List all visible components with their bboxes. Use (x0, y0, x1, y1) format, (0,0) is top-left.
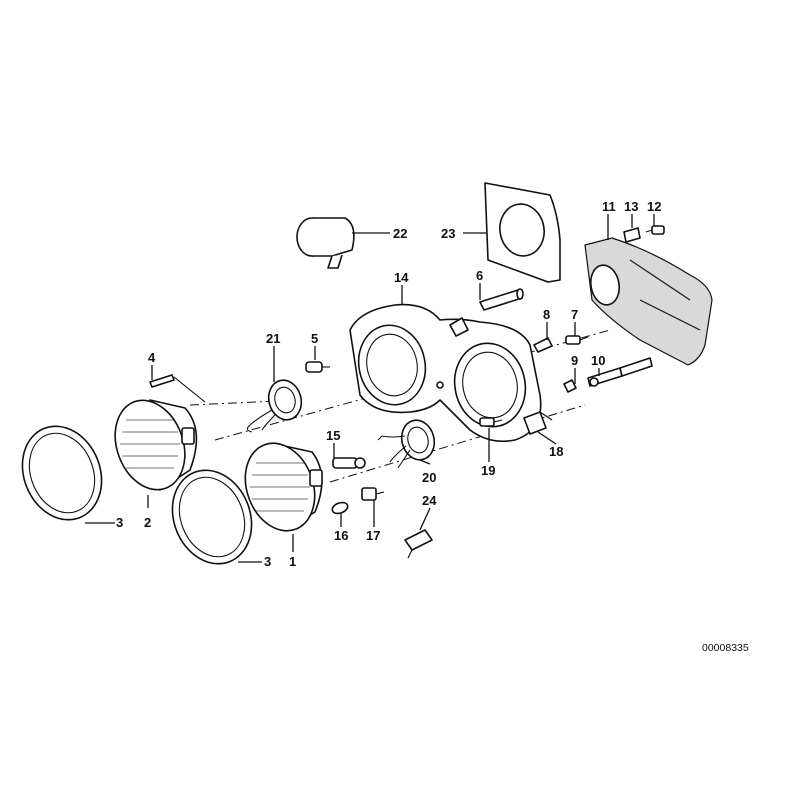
callout-14: 14 (394, 270, 409, 285)
callout-2: 2 (144, 515, 151, 530)
callout-1: 1 (289, 554, 296, 569)
callout-11: 11 (602, 199, 616, 214)
bulb-socket-left (246, 379, 303, 433)
screw-12 (645, 225, 665, 235)
callout-22: 22 (393, 226, 407, 241)
gasket-frame (484, 182, 561, 283)
socket-17 (361, 487, 385, 501)
callout-6: 6 (476, 268, 483, 283)
headlight-inner (244, 442, 323, 532)
trim-ring-left (21, 425, 103, 521)
cover-panel (584, 237, 713, 366)
callout-18: 18 (549, 444, 563, 459)
trim-ring-right (171, 469, 253, 565)
drawing-code: 00008335 (702, 642, 749, 654)
headlight-outer (114, 399, 198, 491)
callout-24: 24 (422, 493, 437, 508)
connector-24 (404, 529, 433, 559)
callout-19: 19 (481, 463, 495, 478)
callout-7: 7 (571, 307, 578, 322)
callout-16: 16 (334, 528, 348, 543)
headlight-housing (349, 303, 542, 443)
bracket-18 (523, 411, 553, 435)
clip-13 (623, 227, 641, 243)
bulb-socket-right (377, 419, 436, 469)
spacer-pin (479, 288, 524, 311)
callout-5: 5 (311, 331, 318, 346)
cover-cap (296, 217, 355, 269)
screw-19 (479, 417, 503, 427)
callout-23: 23 (441, 226, 455, 241)
callout-3-left: 3 (116, 515, 123, 530)
screw-7 (565, 335, 589, 345)
assembly-axis-lines (189, 329, 611, 483)
bulb-16 (331, 501, 349, 515)
nut-9 (563, 379, 577, 393)
callout-13: 13 (624, 199, 638, 214)
callout-3-right: 3 (264, 554, 271, 569)
callout-9: 9 (571, 353, 578, 368)
callout-21: 21 (266, 331, 280, 346)
callout-4: 4 (148, 350, 156, 365)
plug-small (533, 337, 553, 353)
callout-8: 8 (543, 307, 550, 322)
callout-10: 10 (591, 353, 605, 368)
bulb-15 (332, 457, 366, 469)
callout-15: 15 (326, 428, 340, 443)
callout-17: 17 (366, 528, 380, 543)
bulb-lead-10 (587, 357, 653, 387)
callout-12: 12 (647, 199, 661, 214)
bolt-small (305, 361, 330, 373)
callout-20: 20 (422, 470, 436, 485)
leader-lines (85, 214, 655, 563)
part-callouts: 1 2 3 3 4 5 6 7 8 9 10 11 12 13 14 15 16… (116, 199, 661, 569)
adjusting-screw (149, 374, 206, 403)
